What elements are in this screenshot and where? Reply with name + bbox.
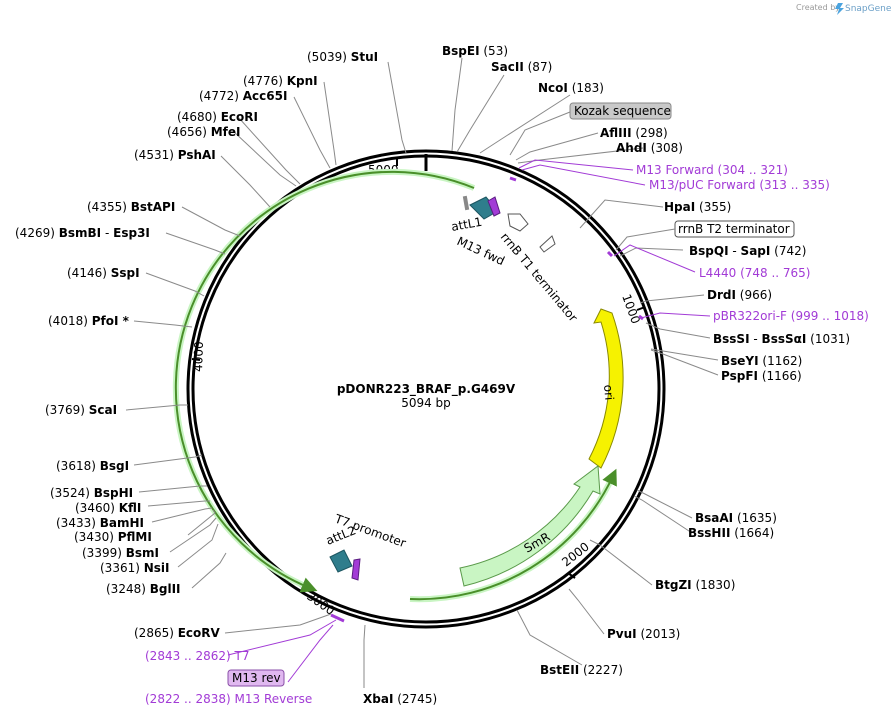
plasmid-name: pDONR223_BRAF_p.G469V [337,382,516,397]
site-leader-lines [125,57,719,688]
site-bstapi[interactable]: (4355) BstAPI [87,200,175,214]
tick-mark-2000 [567,572,576,579]
site-scai[interactable]: (3769) ScaI [45,403,117,417]
created-by-text: Created by [796,3,840,12]
smr-region-arc [409,468,617,601]
site-kpni[interactable]: (4776) KpnI [243,74,318,88]
site-bsteii[interactable]: BstEII (2227) [540,663,623,677]
site-pshai[interactable]: (4531) PshAI [134,148,216,162]
m13-rev-feature[interactable] [351,558,361,581]
snapgene-brand: SnapGene [845,4,892,14]
primer-pbr322ori-f[interactable]: pBR322ori-F (999 .. 1018) [713,309,869,323]
site-bsmbi-esp3i[interactable]: (4269) BsmBI - Esp3I [15,226,150,240]
primer-l4440[interactable]: L4440 (748 .. 765) [699,266,811,280]
m13-fwd-feature[interactable] [487,196,501,217]
primer-t7[interactable]: (2843 .. 2862) T7 [145,649,250,663]
site-bspei[interactable]: BspEI (53) [442,44,508,58]
site-bsphi[interactable]: (3524) BspHI [50,486,133,500]
site-bsaai[interactable]: BsaAI (1635) [695,511,777,525]
ori-feature[interactable] [588,308,624,469]
rrnb-t1-label: rrnB T1 terminator [498,230,581,325]
smr-feature[interactable] [459,465,601,587]
kozak-sequence-box[interactable] [569,102,672,120]
site-acc65i[interactable]: (4772) Acc65I [199,89,287,103]
primer-m13-reverse[interactable]: (2822 .. 2838) M13 Reverse [145,692,312,706]
primer-m13-forward[interactable]: M13 Forward (304 .. 321) [636,163,788,177]
site-pspfi[interactable]: PspFI (1166) [721,369,802,383]
site-drdi[interactable]: DrdI (966) [707,288,772,302]
m13-rev-box[interactable] [227,669,285,687]
m13-rev-label: M13 rev [232,671,281,685]
primer-binding-marks [330,176,644,623]
site-bspqi-sapi[interactable]: BspQI - SapI (742) [689,244,806,258]
site-ahdi[interactable]: AhdI (308) [616,141,683,155]
site-btgzi[interactable]: BtgZI (1830) [655,578,735,592]
snapgene-logo [835,3,844,15]
site-ecorv[interactable]: (2865) EcoRV [134,626,221,640]
primer-leader-lines [227,159,711,683]
site-bsssi-bsssai[interactable]: BssSI - BssSαI (1031) [713,332,850,346]
backbone-outer-circle [186,149,666,629]
site-mfei[interactable]: (4656) MfeI [167,125,241,139]
attL1-label: attL1 [450,215,483,234]
rrnb-t1-feature[interactable] [507,213,529,232]
backbone-insert-arc [174,170,475,593]
rrnb-t2-label: rrnB T2 terminator [678,222,790,236]
attL2-feature[interactable] [329,549,353,573]
site-sspi[interactable]: (4146) SspI [67,266,140,280]
site-xbai[interactable]: XbaI (2745) [363,692,437,706]
site-bglii[interactable]: (3248) BglII [106,582,181,596]
site-ecori[interactable]: (4680) EcoRI [177,110,258,124]
site-stui[interactable]: (5039) StuI [307,50,378,64]
tick-mark-4000 [191,358,201,361]
site-pvui[interactable]: PvuI (2013) [607,627,680,641]
tick-mark-1000 [636,306,646,311]
site-hpai[interactable]: HpaI (355) [664,200,731,214]
site-nsii[interactable]: (3361) NsiI [100,561,170,575]
rrnb-t2-feature[interactable] [539,235,556,253]
site-pfoi[interactable]: (4018) PfoI * [48,314,130,328]
tick-label-4000: 4000 [191,341,206,372]
site-bsgi[interactable]: (3618) BsgI [56,459,129,473]
site-pflmi[interactable]: (3430) PflMI [74,530,152,544]
site-ncoi[interactable]: NcoI (183) [538,81,604,95]
ori-label: ori [601,384,616,401]
site-bseyi[interactable]: BseYI (1162) [721,354,802,368]
plasmid-length: 5094 bp [401,396,451,410]
site-bamhi[interactable]: (3433) BamHI [56,516,144,530]
site-bsshii[interactable]: BssHII (1664) [688,526,774,540]
site-sacii[interactable]: SacII (87) [491,60,552,74]
site-bsmi[interactable]: (3399) BsmI [82,546,159,560]
tick-label-3000: 3000 [304,589,337,618]
kozak-sequence-label: Kozak sequence [574,104,671,118]
site-afliii[interactable]: AflIII (298) [600,126,668,140]
site-kfli[interactable]: (3460) KflI [75,501,141,515]
attL1-marker [462,195,470,211]
backbone-insert-arc-highlight [172,168,476,591]
primer-m13-puc-forward[interactable]: M13/pUC Forward (313 .. 335) [649,178,830,192]
